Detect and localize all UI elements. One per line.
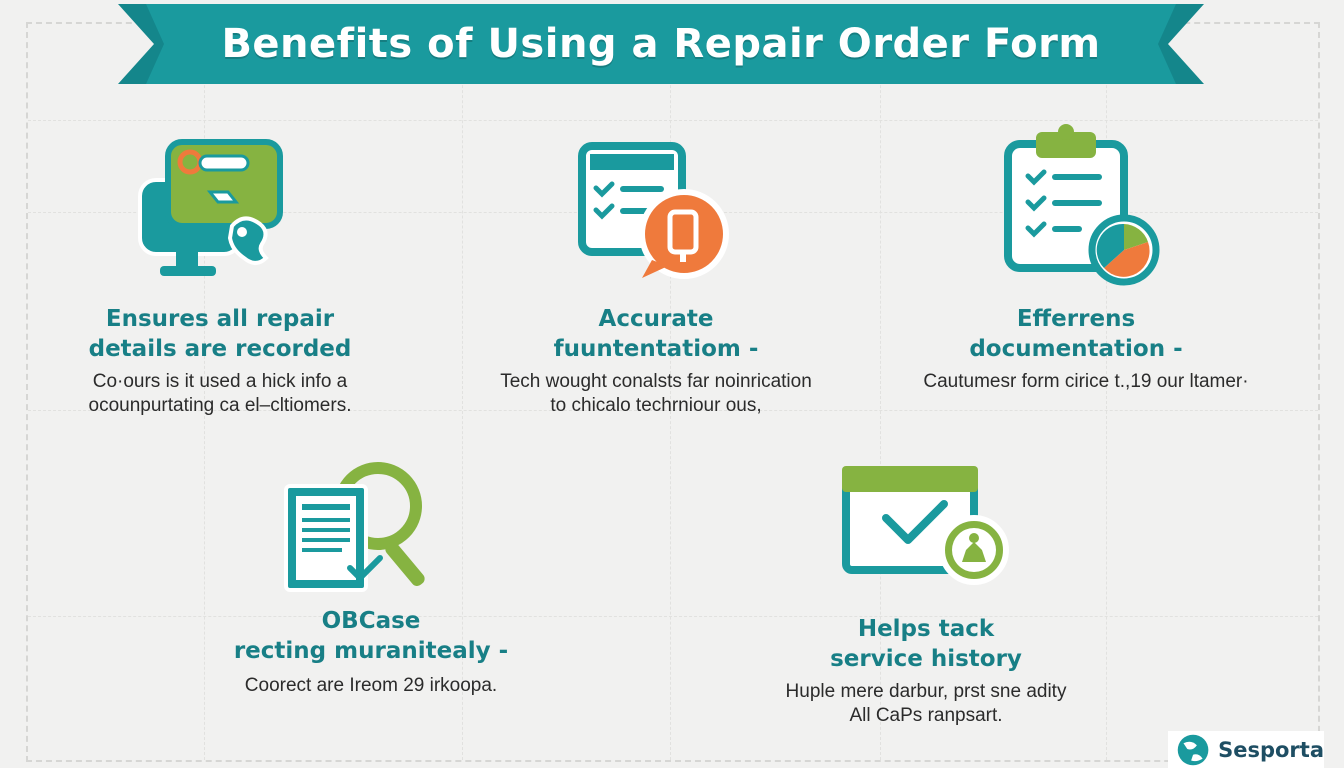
card-2-title: Accurate fuuntentatiom -: [553, 306, 759, 362]
brand-logo: Sesporta: [1168, 731, 1324, 768]
grid-line: [28, 120, 1318, 121]
card-5-title: Helps tack service history: [830, 616, 1022, 672]
card-4-title: OBCase recting muranitealy -: [233, 608, 509, 664]
clipboard-chart-icon: [1004, 124, 1160, 286]
grid-line: [462, 30, 463, 760]
globe-icon: [1177, 734, 1209, 765]
title-banner: Benefits of Using a Repair Order Form: [118, 4, 1204, 84]
card-1-title: Ensures all repair details are recorded: [88, 306, 352, 362]
card-2-description: Tech wought conalsts far noinrication to…: [500, 371, 812, 416]
grid-line: [1106, 30, 1107, 760]
logo-text: Sesporta: [1218, 737, 1324, 762]
card-4-description: Coorect are Ireom 29 irkoopa.: [244, 675, 498, 696]
checked-window-icon: [842, 466, 1009, 585]
card-3-title: Efferrens documentation -: [969, 306, 1183, 362]
computer-repair-icon: [138, 139, 283, 276]
card-1-description: Co·ours is it used a hick info a ocounpu…: [88, 371, 352, 416]
grid-line: [204, 30, 205, 760]
ribbon-icon: [118, 4, 1204, 84]
grid-line: [880, 30, 881, 760]
grid-line: [28, 410, 1318, 411]
checklist-phone-icon: [578, 142, 729, 279]
document-search-icon: [284, 462, 425, 592]
card-5-description: Huple mere darbur, prst sne adity All Ca…: [785, 681, 1067, 726]
grid-line: [28, 616, 1318, 617]
card-3-description: Cautumesr form cirice t.,19 our ltamer·: [923, 371, 1249, 392]
page-title: Benefits of Using a Repair Order Form: [221, 21, 1101, 67]
grid-line: [670, 30, 671, 760]
